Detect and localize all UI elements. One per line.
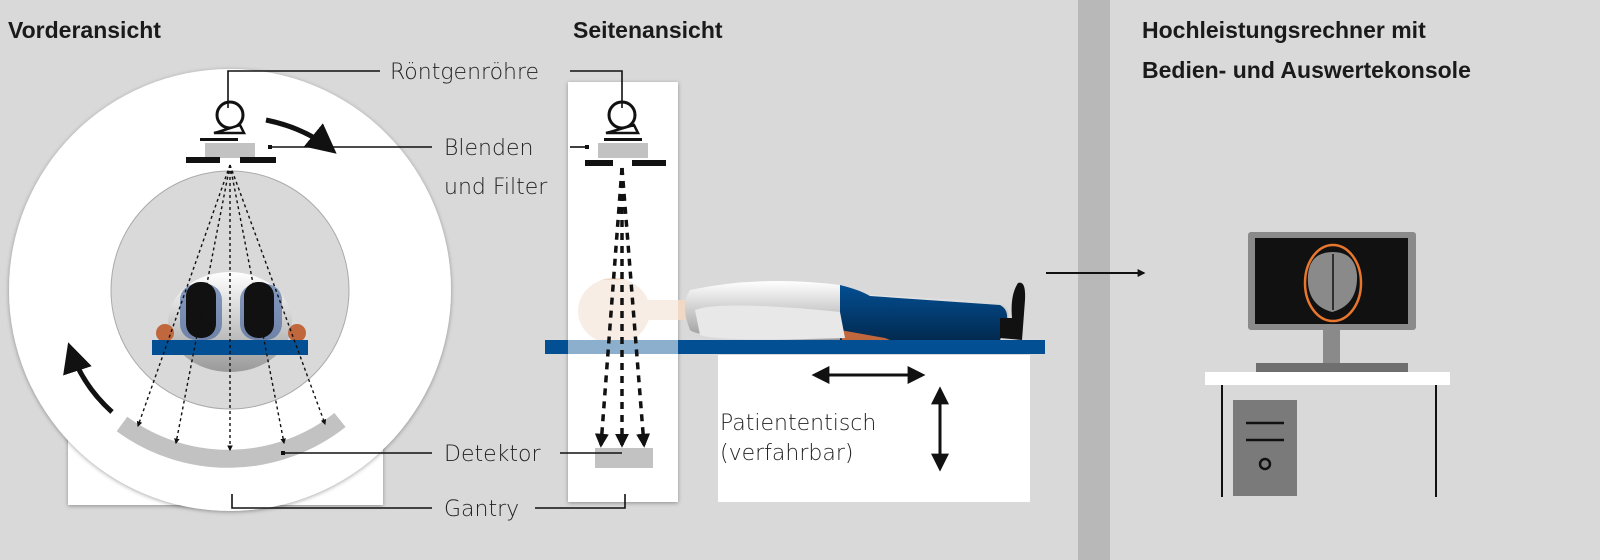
label-collimator-line2: und Filter bbox=[444, 175, 548, 200]
xray-tube-icon-front bbox=[186, 100, 276, 163]
rotation-arrow-icon bbox=[265, 117, 337, 154]
label-table-line2: (verfahrbar) bbox=[720, 441, 853, 466]
rotation-arrow-icon bbox=[63, 342, 114, 414]
pc-tower bbox=[1233, 400, 1297, 496]
title-computer-line2: Bedien- und Auswertekonsole bbox=[1142, 57, 1471, 83]
label-table-line1: Patiententisch bbox=[720, 411, 876, 436]
label-xray-tube: Röntgenröhre bbox=[390, 60, 539, 85]
workstation-icon bbox=[1205, 232, 1450, 497]
side-view: Patiententisch (verfahrbar) bbox=[545, 82, 1045, 502]
divider bbox=[1078, 0, 1110, 560]
monitor-base bbox=[1256, 363, 1408, 372]
detector-arc bbox=[116, 412, 346, 468]
detector-side bbox=[595, 448, 653, 468]
monitor-stand bbox=[1323, 330, 1340, 364]
title-front-view: Vorderansicht bbox=[8, 17, 161, 43]
front-view bbox=[9, 69, 451, 511]
desk bbox=[1205, 372, 1450, 385]
xray-beams-front bbox=[136, 164, 327, 452]
xray-tube-icon-side bbox=[585, 100, 666, 166]
label-collimator-line1: Blenden bbox=[444, 136, 533, 161]
brain-scan-outline bbox=[1303, 243, 1363, 323]
title-side-view: Seitenansicht bbox=[573, 17, 723, 43]
label-detector: Detektor bbox=[444, 442, 541, 467]
title-computer-line1: Hochleistungsrechner mit bbox=[1142, 17, 1426, 43]
label-gantry: Gantry bbox=[444, 497, 519, 522]
leader-lines bbox=[227, 70, 626, 509]
